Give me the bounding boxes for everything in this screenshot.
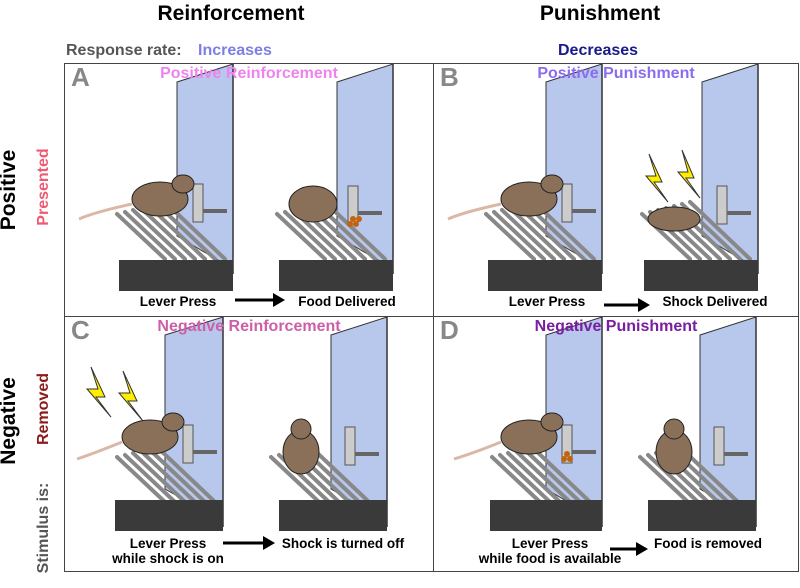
row-header-negative: Negative (0, 377, 20, 465)
panel-b-illustration (447, 64, 759, 312)
shock-bolt-icon (85, 366, 144, 422)
column-header-reinforcement: Reinforcement (157, 2, 305, 25)
panel-title-d: Negative Punishment (534, 318, 698, 335)
chamber-right (640, 64, 759, 291)
caption-b-right: Shock Delivered (662, 294, 768, 309)
panel-negative-punishment: D Negative Punishment Lever Press while … (433, 316, 799, 572)
response-rate-decreases: Decreases (558, 42, 639, 59)
chamber-right (269, 317, 388, 531)
panel-d-illustration (453, 317, 757, 556)
stimulus-is-label: Stimulus is: (35, 482, 52, 574)
chamber-right (275, 64, 394, 291)
arrow-a (235, 293, 285, 307)
chamber-left (447, 64, 603, 291)
panel-title-a: Positive Reinforcement (160, 65, 338, 82)
panel-negative-reinforcement: C Negative Reinforcement Lever Press whi… (64, 316, 434, 572)
caption-a-right: Food Delivered (298, 294, 396, 309)
food-pellets (561, 451, 573, 462)
caption-c-right: Shock is turned off (281, 536, 405, 551)
panel-letter-c: C (71, 316, 90, 345)
panel-c-illustration (76, 317, 388, 550)
chamber-left (78, 64, 234, 291)
arrow-d (610, 542, 648, 556)
panel-positive-reinforcement: A Positive Reinforcement Lever Press Foo… (64, 63, 434, 317)
shock-bolt-icon (644, 149, 701, 203)
caption-d-left-1: Lever Press (511, 536, 589, 551)
response-rate-label: Response rate: (66, 42, 182, 59)
caption-c-left-1: Lever Press (129, 536, 207, 551)
chamber-left (76, 317, 224, 531)
caption-d-right: Food is removed (653, 536, 763, 551)
caption-d-left-2: while food is available (478, 551, 622, 566)
panel-letter-b: B (440, 63, 459, 92)
chamber-right (638, 317, 757, 531)
panel-letter-d: D (440, 316, 459, 345)
row-header-positive: Positive (0, 149, 20, 231)
caption-c-left-2: while shock is on (112, 551, 224, 566)
row-stimulus-presented: Presented (35, 148, 52, 226)
caption-b-left: Lever Press (508, 294, 586, 309)
caption-a-left: Lever Press (139, 294, 217, 309)
chamber-left (453, 317, 603, 531)
panel-a-illustration (78, 64, 394, 307)
food-pellets (347, 216, 362, 227)
panel-title-c: Negative Reinforcement (157, 318, 341, 335)
panel-letter-a: A (71, 63, 90, 92)
response-rate-increases: Increases (198, 42, 272, 59)
column-header-punishment: Punishment (539, 2, 661, 25)
arrow-b (604, 298, 650, 312)
panel-positive-punishment: B Positive Punishment Lever Press Shock … (433, 63, 799, 317)
row-stimulus-removed: Removed (35, 372, 52, 446)
arrow-c (223, 536, 275, 550)
panel-title-b: Positive Punishment (537, 65, 695, 82)
